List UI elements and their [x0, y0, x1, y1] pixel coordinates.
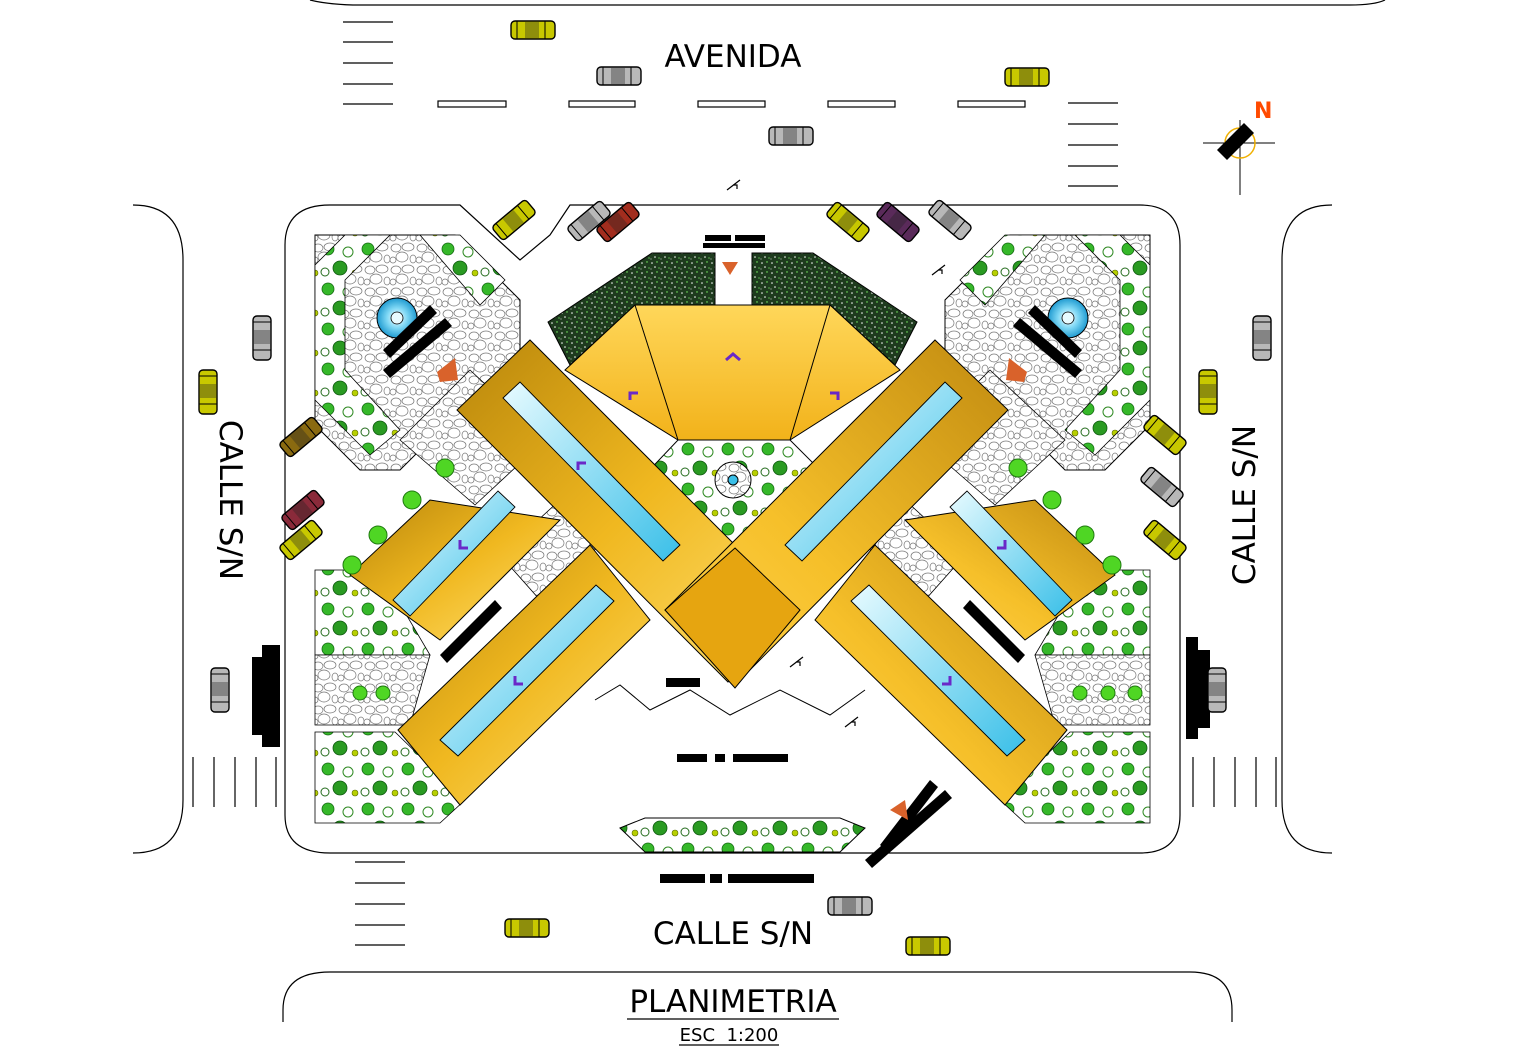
accent-markers — [437, 262, 1027, 820]
corner-garden-se — [999, 569, 1151, 824]
drawing-title: PLANIMETRIA — [629, 984, 836, 1020]
drawing-scale: ESC 1:200 — [680, 1025, 779, 1046]
north-arrow: N — [1203, 99, 1275, 195]
street-curbs — [132, 0, 1386, 1022]
street-label-north: AVENIDA — [665, 39, 802, 75]
south-entry — [594, 684, 866, 853]
roof-center — [664, 547, 801, 689]
street-label-east: CALLE S/N — [1227, 425, 1263, 585]
benches — [252, 235, 1210, 883]
crosswalks — [192, 21, 1277, 946]
north-arrow-label: N — [1254, 99, 1272, 124]
level-markers — [726, 179, 946, 728]
lane-markings-north — [437, 100, 1026, 108]
street-label-west: CALLE S/N — [212, 420, 248, 580]
street-label-south: CALLE S/N — [653, 916, 813, 952]
shrubs — [342, 458, 1143, 701]
skylights — [392, 381, 1073, 757]
